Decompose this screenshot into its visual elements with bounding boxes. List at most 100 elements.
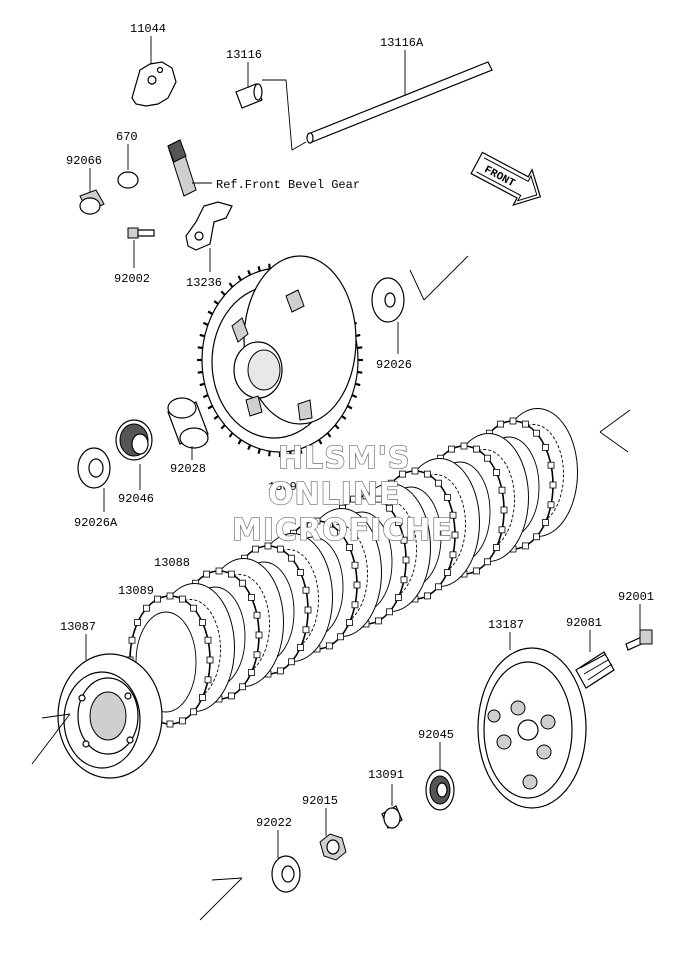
plate-tab: [253, 611, 261, 619]
gear-tooth: [207, 310, 214, 315]
plate-tab: [313, 517, 321, 525]
part-13187-pressure-plate: [477, 632, 587, 809]
gear-tooth: [199, 382, 205, 387]
plate-tab: [301, 520, 309, 528]
plate-tab: [302, 626, 310, 634]
plate-tab: [204, 676, 212, 684]
gear-tooth: [351, 394, 358, 399]
gear-tooth: [355, 382, 361, 387]
label-92045: 92045: [418, 728, 454, 742]
plate-tab: [435, 583, 442, 591]
label-13088: 13088: [154, 556, 190, 570]
plate-tab: [227, 692, 235, 700]
gear-tooth: [228, 282, 234, 288]
plate-tab: [296, 644, 304, 651]
plate-tab: [533, 429, 540, 437]
plate-tab: [325, 642, 333, 650]
plate-tab: [472, 567, 480, 575]
gear-tooth: [202, 394, 209, 399]
plate-tab: [198, 619, 206, 626]
plate-tab: [492, 468, 500, 476]
gear-tooth: [228, 432, 234, 438]
plate-tab: [351, 601, 359, 609]
plate-tab: [522, 420, 529, 428]
plate-tab: [547, 501, 555, 509]
plate-tab: [203, 570, 211, 578]
gear-tooth: [213, 415, 219, 420]
part-13116A-rod: [306, 50, 493, 144]
plate-tab: [190, 708, 197, 716]
plate-tab: [345, 619, 353, 626]
part-13091-pusher: [381, 784, 403, 829]
plate-tab: [500, 506, 508, 514]
gear-tooth: [257, 448, 261, 454]
plate-tab: [451, 531, 459, 539]
plate-tab: [386, 504, 393, 512]
plate-tab: [166, 592, 174, 600]
gear-tooth: [202, 321, 209, 326]
gear-tooth: [207, 405, 214, 410]
gear-tooth: [357, 370, 363, 374]
plate-tab: [288, 554, 295, 562]
gear-tooth: [199, 333, 205, 338]
gear-tooth: [341, 415, 347, 420]
label-92046: 92046: [118, 492, 154, 506]
plate-tab: [337, 633, 344, 641]
label-92028: 92028: [170, 462, 206, 476]
plate-tab: [400, 576, 408, 584]
plate-tab: [154, 595, 162, 603]
plate-tab: [134, 619, 142, 626]
gear-tooth: [197, 370, 203, 374]
part-92026-washer: [371, 277, 405, 354]
label-92026A: 92026A: [74, 516, 118, 530]
gear-tooth: [308, 444, 313, 451]
part-92066-plug: [79, 168, 105, 215]
plate-tab: [509, 417, 517, 425]
plate-tab: [337, 529, 344, 537]
plate-tab: [288, 658, 295, 666]
plate-tab: [302, 586, 310, 594]
plate-tab: [350, 495, 358, 503]
plate-tab: [449, 511, 457, 519]
plate-tab: [215, 567, 223, 575]
reference-note: Ref.Front Bevel Gear: [216, 178, 360, 192]
plate-tab: [239, 683, 246, 691]
plate-tab: [435, 479, 442, 487]
plate-tab: [484, 558, 491, 566]
gear-tooth: [346, 405, 353, 410]
plate-tab: [374, 617, 382, 625]
gear-tooth: [268, 263, 271, 269]
plate-tab: [498, 486, 506, 494]
label-13095: 13095: [268, 480, 304, 494]
plate-tab: [448, 445, 456, 453]
gear-tooth: [268, 451, 271, 457]
part-clutch-housing: [197, 255, 469, 457]
label-92001: 92001: [618, 590, 654, 604]
plate-tab: [353, 581, 361, 589]
part-clutch-plate-stack: [126, 408, 578, 728]
plate-tab: [345, 544, 353, 551]
gear-tooth: [213, 300, 219, 305]
plate-tab: [386, 608, 393, 616]
gear-tooth: [334, 424, 340, 430]
plate-tab: [253, 651, 261, 659]
plate-tab: [423, 470, 431, 478]
plate-tab: [472, 445, 480, 453]
plate-tab: [264, 542, 272, 550]
plate-tab: [443, 569, 451, 576]
plate-tab: [362, 492, 370, 500]
plate-tab: [423, 592, 431, 600]
plate-tab: [190, 604, 197, 612]
plate-tab: [351, 561, 359, 569]
label-670: 670: [116, 130, 138, 144]
label-13089: 13089: [118, 584, 154, 598]
label-13087: 13087: [60, 620, 96, 634]
plate-tab: [178, 717, 186, 725]
plate-tab: [533, 533, 540, 541]
part-92046-bearing: [115, 419, 153, 490]
plate-tab: [178, 595, 186, 603]
label-92022: 92022: [256, 816, 292, 830]
label-92026: 92026: [376, 358, 412, 372]
part-92002-bolt: [127, 227, 155, 268]
